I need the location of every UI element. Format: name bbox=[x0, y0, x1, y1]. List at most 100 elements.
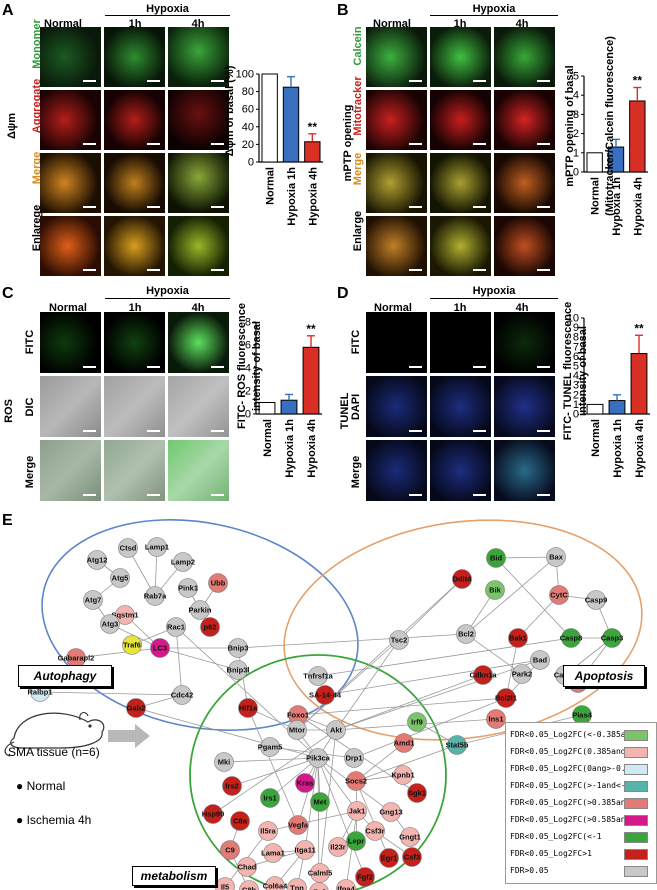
gene-label: Ctsd bbox=[120, 544, 137, 553]
gene-node bbox=[208, 573, 228, 593]
y-tick-label: 2 bbox=[573, 128, 579, 140]
gene-label: Bid bbox=[490, 554, 503, 563]
network-edge bbox=[317, 637, 572, 677]
y-tick-label: 9 bbox=[573, 322, 579, 334]
micrograph bbox=[494, 27, 555, 87]
gene-label: Irs1 bbox=[263, 794, 276, 803]
row-merge: Merge bbox=[352, 152, 364, 186]
gene-label: Rac1 bbox=[167, 623, 185, 632]
network-edge bbox=[247, 707, 299, 826]
scale-bar bbox=[83, 269, 96, 271]
gene-node bbox=[265, 876, 285, 890]
legend-item: FDR<0.05_Log2FC(0.385and<0) bbox=[506, 744, 654, 759]
gene-node bbox=[355, 867, 375, 887]
gene-node bbox=[308, 748, 328, 768]
gene-node bbox=[336, 879, 356, 890]
panel-a-label: A bbox=[2, 2, 14, 19]
scale-bar bbox=[409, 269, 422, 271]
micrograph bbox=[430, 90, 491, 150]
gene-node bbox=[287, 878, 307, 890]
gene-node bbox=[328, 837, 348, 857]
metabolism-label: metabolism bbox=[140, 869, 208, 883]
gene-node bbox=[546, 547, 566, 567]
gene-node bbox=[473, 665, 493, 685]
y-tick-label: 4 bbox=[573, 370, 579, 382]
gene-label: Gab2 bbox=[127, 704, 146, 713]
micrograph bbox=[366, 216, 427, 276]
micrograph bbox=[168, 376, 229, 437]
network-edge bbox=[355, 744, 458, 782]
network-edge bbox=[324, 659, 541, 696]
gene-label: C8b bbox=[242, 886, 257, 890]
gene-node bbox=[407, 783, 427, 803]
legend-text: FDR<0.05_Log2FC(>-1and<-0... bbox=[510, 781, 645, 790]
legend-item: FDR>0.05 bbox=[506, 863, 654, 878]
category-label: Hypoxia 1h bbox=[286, 167, 298, 226]
gene-node bbox=[258, 821, 278, 841]
gene-label: Chad bbox=[238, 863, 257, 872]
scale-bar bbox=[211, 269, 224, 271]
network-edge bbox=[175, 626, 183, 696]
micrograph bbox=[168, 440, 229, 501]
gene-label: Atg3 bbox=[102, 620, 119, 629]
gene-node bbox=[326, 720, 346, 740]
micrograph bbox=[494, 376, 555, 437]
gene-label: Bnip3 bbox=[228, 644, 249, 653]
gene-label: Tsc2 bbox=[391, 636, 408, 645]
row-merge: Merge bbox=[350, 455, 362, 489]
gene-node bbox=[602, 628, 622, 648]
y-tick-label: 2 bbox=[573, 389, 579, 401]
gene-node bbox=[87, 550, 107, 570]
network-edge bbox=[75, 647, 161, 659]
scale-bar bbox=[537, 269, 550, 271]
bar bbox=[608, 400, 626, 415]
fdr-legend: FDR<0.05_Log2FC(<-0.385an...FDR<0.05_Log… bbox=[505, 722, 657, 884]
y-tick-label: 0 bbox=[573, 167, 579, 179]
micrograph bbox=[430, 27, 491, 87]
legend-swatch bbox=[624, 849, 648, 860]
y-tick-label: 20 bbox=[242, 139, 254, 151]
scale-bar bbox=[147, 430, 160, 432]
legend-item: FDR<0.05_Log2FC(<-1 bbox=[506, 829, 654, 844]
network-edge bbox=[465, 556, 557, 635]
gene-node bbox=[402, 847, 422, 867]
gene-node bbox=[288, 815, 308, 835]
gene-label: Akt bbox=[330, 726, 343, 735]
network-edge bbox=[335, 674, 484, 731]
bar bbox=[280, 399, 298, 415]
category-label: Normal bbox=[590, 177, 602, 215]
col-4h: 4h bbox=[515, 302, 529, 314]
gene-label: Bik bbox=[489, 586, 502, 595]
y-tick-label: 40 bbox=[242, 121, 254, 133]
legend-swatch bbox=[624, 764, 648, 775]
legend-swatch bbox=[624, 730, 648, 741]
gene-label: Csf3r bbox=[365, 827, 384, 836]
col-normal: Normal bbox=[374, 302, 412, 314]
gene-label: Bcl2l1 bbox=[495, 694, 517, 703]
chart-b-ylabel2: (Mitotracker/Calcein fluorescence) bbox=[604, 36, 616, 216]
micrograph bbox=[168, 90, 229, 150]
panel-b-label: B bbox=[337, 2, 349, 19]
group-normal-text: Normal bbox=[26, 779, 66, 793]
micro-grid-d bbox=[366, 312, 556, 502]
legend-text: FDR>0.05 bbox=[510, 866, 549, 875]
scale-bar bbox=[537, 80, 550, 82]
gene-label: Irf9 bbox=[411, 718, 423, 727]
apoptosis-box: Apoptosis bbox=[563, 665, 645, 687]
y-tick-label: 100 bbox=[236, 69, 254, 81]
panel-c-label: C bbox=[2, 285, 14, 302]
scale-bar bbox=[409, 494, 422, 496]
col-normal: Normal bbox=[49, 302, 87, 314]
micrograph bbox=[40, 216, 101, 276]
gene-node bbox=[230, 811, 250, 831]
micrograph bbox=[430, 153, 491, 213]
gene-node bbox=[344, 748, 364, 768]
gene-node bbox=[83, 590, 103, 610]
gene-node bbox=[393, 765, 413, 785]
gene-node bbox=[452, 569, 472, 589]
mouse-icon bbox=[4, 711, 105, 757]
network-edge bbox=[495, 557, 572, 639]
